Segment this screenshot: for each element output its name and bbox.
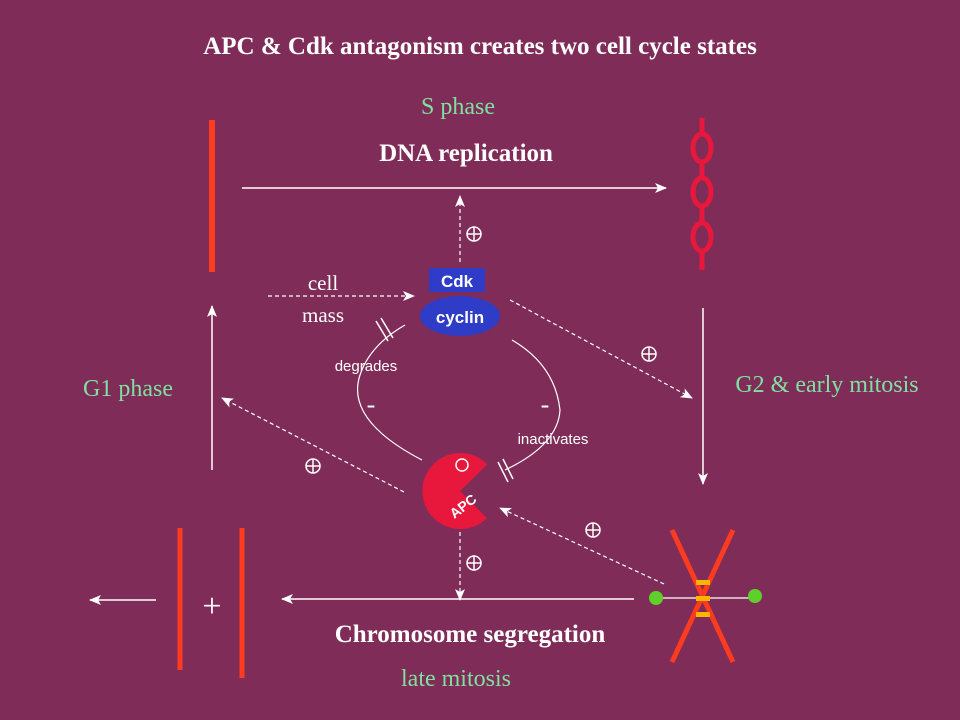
spindle-pole-right	[748, 589, 762, 603]
circled-plus-icon	[641, 346, 657, 362]
mass-label: mass	[302, 303, 344, 327]
degrades-minus-sign: -	[367, 390, 376, 419]
degrades-inhibition-bar	[375, 320, 389, 342]
mitosis-to-apc-arrow	[499, 507, 665, 585]
degrades-arc	[356, 324, 423, 461]
cdk-box	[429, 268, 485, 292]
degrades-inhibition-bar	[380, 317, 394, 339]
replicated-chromosome	[690, 118, 714, 270]
dna-replication-label: DNA replication	[379, 140, 553, 167]
s-phase-label: S phase	[421, 94, 495, 120]
inactivates-inhibition-bar	[502, 458, 514, 480]
circled-plus-icon	[466, 226, 482, 242]
mitotic-chromosome	[658, 528, 754, 664]
cell-label: cell	[308, 271, 338, 295]
inactivates-inhibition-bar	[497, 461, 509, 483]
circled-plus-icon	[466, 555, 482, 571]
diagram-title: APC & Cdk antagonism creates two cell cy…	[203, 33, 757, 60]
apc-eye	[455, 458, 469, 472]
inactivates-label: inactivates	[518, 431, 589, 448]
inactivates-minus-sign: -	[541, 390, 550, 419]
late-mitosis-label: late mitosis	[401, 666, 511, 692]
apc-to-g1-arrow	[221, 397, 405, 493]
inactivates-arc	[504, 339, 561, 471]
degrades-label: degrades	[335, 358, 398, 375]
circled-plus-icon	[585, 522, 601, 538]
spindle-pole-left	[649, 591, 663, 605]
cyclin-label: cyclin	[436, 308, 484, 327]
apc-pacman	[422, 453, 488, 530]
g1-phase-label: G1 phase	[83, 376, 173, 402]
plus-sign: +	[202, 588, 221, 625]
cyclin-ellipse	[420, 296, 500, 336]
cdk-label: Cdk	[441, 272, 474, 291]
cdk-to-g2-arrow	[509, 299, 693, 399]
circled-plus-icon	[305, 458, 321, 474]
chromosome-segregation-label: Chromosome segregation	[335, 621, 606, 648]
g2-phase-label: G2 & early mitosis	[735, 372, 918, 398]
